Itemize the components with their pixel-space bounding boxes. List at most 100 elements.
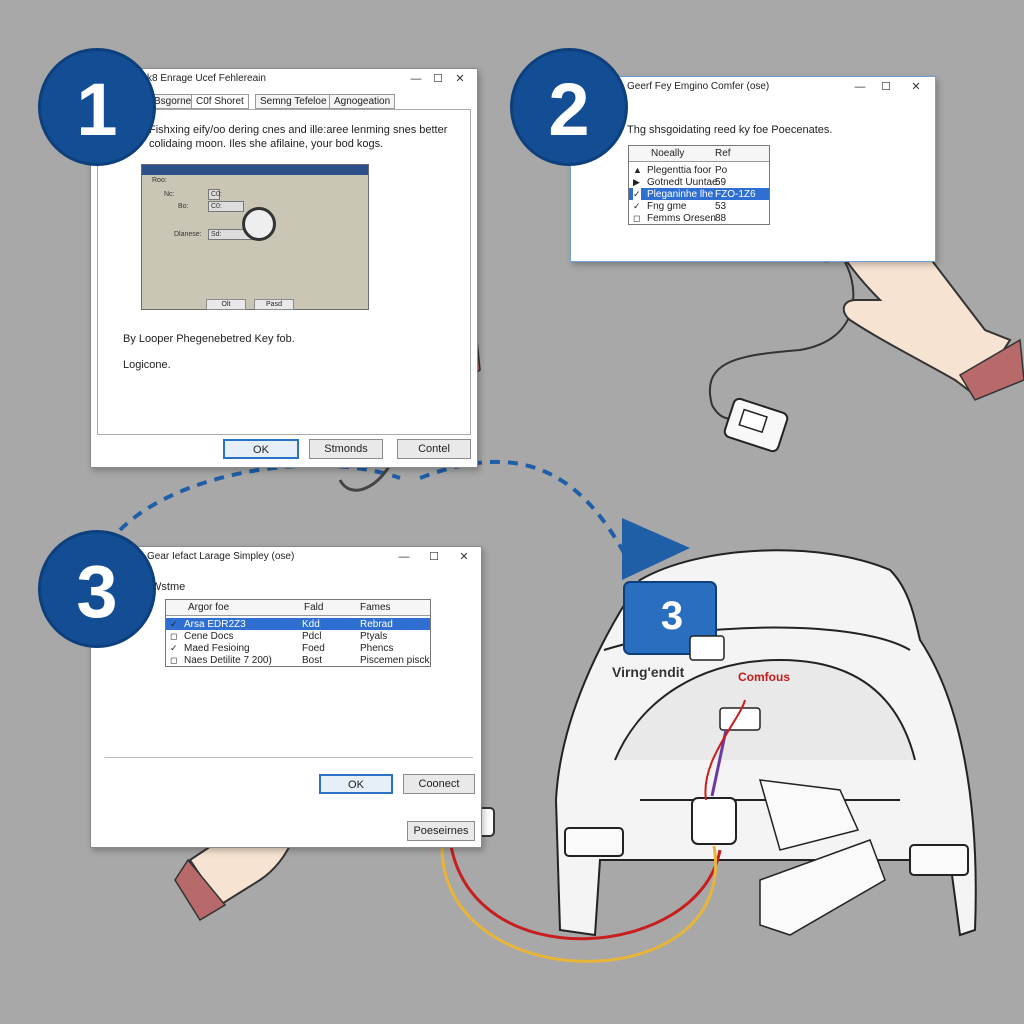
table-row-selected[interactable]: ✓ Arsa EDR2Z3 Kdd Rebrad [166, 618, 430, 630]
step-badge-2: 2 [510, 48, 628, 166]
tab-general[interactable]: Bsgorne [149, 94, 197, 109]
device-logo: 3 [660, 594, 684, 638]
table-row-selected[interactable]: ✓ Pleganinhe lhe FZO-1Z6 [629, 188, 769, 200]
arrow-head [622, 518, 690, 580]
fob-table: Noeally Ref ▲ Plegenttia foor Po ▶ Gotne… [628, 145, 770, 225]
row-marker-icon: ◻ [633, 213, 641, 223]
checkbox-checked-icon[interactable]: ✓ [633, 188, 641, 200]
step-badge-1: 1 [38, 48, 156, 166]
dial-control[interactable] [242, 207, 276, 241]
cable-window2 [709, 261, 855, 420]
row-value: Po [715, 165, 728, 176]
description-line-1: Fishxing eify/oo dering cnes and ille:ar… [149, 124, 448, 136]
step-badge-3: 3 [38, 530, 156, 648]
row-name: Gotnedt Uuntae [647, 177, 718, 188]
column-header: Ref [715, 148, 731, 159]
titlebar: Gear Iefact Larage Simpley (ose) — ☐ ✕ [91, 547, 481, 567]
cable-purple [710, 729, 728, 797]
row-marker-icon: ✓ [633, 201, 641, 211]
inner-ok-button[interactable]: Olt [206, 299, 246, 310]
column-header: Fald [304, 602, 324, 613]
checkbox-checked-icon[interactable]: ✓ [170, 619, 178, 629]
close-icon[interactable]: ✕ [455, 73, 465, 85]
checkbox-icon[interactable]: ◻ [170, 655, 178, 665]
inner-label-2: Nc: [164, 191, 175, 198]
tab-shortcut[interactable]: C0f Shoret [191, 94, 249, 109]
checkbox-checked-icon[interactable]: ✓ [170, 643, 178, 653]
inner-field-1[interactable]: C0: [208, 189, 222, 200]
ok-button[interactable]: OK [319, 774, 393, 794]
ecu-module [691, 797, 737, 845]
row-name: Femms Oresen [647, 213, 716, 224]
maximize-icon[interactable]: ☐ [881, 81, 891, 93]
table-row[interactable]: ▶ Gotnedt Uuntae 59 [629, 176, 769, 188]
window-title: Geerf Fey Emgino Comfer (ose) [627, 81, 770, 92]
checkbox-icon[interactable]: ◻ [170, 631, 178, 641]
table-row[interactable]: ◻ Cene Docs Pdcl Ptyals [166, 630, 430, 642]
key-list-table: Argor foe Fald Fames ✓ Arsa EDR2Z3 Kdd R… [165, 599, 431, 667]
close-icon[interactable]: ✕ [459, 551, 469, 563]
row-name: Naes Detilite 7 200) [184, 655, 272, 666]
row-field: Pdcl [302, 631, 322, 642]
row-name: Arsa EDR2Z3 [184, 619, 246, 630]
status-text: Logicone. [123, 359, 171, 371]
row-frames: Piscemen pisck [360, 655, 430, 666]
tab-advanced[interactable]: Agnogeation [329, 94, 396, 109]
connect-button[interactable]: Coonect [403, 774, 475, 794]
row-value: 59 [715, 177, 727, 188]
cable-yellow [440, 844, 718, 963]
table-row[interactable]: ◻ Naes Detilite 7 200) Bost Piscemen pis… [166, 654, 430, 666]
row-value: 88 [715, 213, 727, 224]
column-header: Noeally [651, 148, 685, 159]
maximize-icon[interactable]: ☐ [429, 551, 439, 563]
window-heading: Thg shsgoidating reed ky foe Poecenates. [627, 124, 833, 136]
titlebar: Geerf Fey Emgino Comfer (ose) — ☐ ✕ [571, 77, 935, 97]
cable-red [448, 839, 722, 941]
content-separator [105, 757, 473, 758]
row-name: Plegenttia foor [647, 165, 712, 176]
program-button[interactable]: Poeseirnes [407, 821, 475, 841]
row-name: Fng gme [647, 201, 687, 212]
dashed-arrow-left [118, 463, 401, 532]
inner-label-3: Bo: [178, 203, 189, 210]
table-row[interactable]: ◻ Femms Oresen 88 [629, 212, 769, 224]
table-row[interactable]: ▲ Plegenttia foor Po [629, 164, 769, 176]
row-name: Cene Docs [184, 631, 234, 642]
window-title: Gear Iefact Larage Simpley (ose) [147, 551, 295, 562]
row-frames: Ptyals [360, 631, 388, 642]
minimize-icon[interactable]: — [410, 73, 422, 85]
dialog-window-3: Gear Iefact Larage Simpley (ose) — ☐ ✕ W… [90, 546, 482, 848]
dialog-window-1: k8 Enrage Ucef Fehlereain — ☐ ✕ Bsgorne … [90, 68, 478, 468]
row-name: Maed Fesioing [184, 643, 250, 654]
column-header: Fames [360, 602, 391, 613]
cable-red-2 [704, 699, 746, 801]
inner-cancel-button[interactable]: Pasd [254, 299, 294, 310]
key-fob-label: By Looper Phegenebetred Key fob. [123, 333, 295, 345]
inner-label-1: Roo: [152, 177, 167, 184]
row-marker-icon: ▲ [633, 165, 642, 175]
table-row[interactable]: ✓ Maed Fesioing Foed Phencs [166, 642, 430, 654]
vehicle-label: Virng'endit [612, 664, 685, 680]
minimize-icon[interactable]: — [398, 551, 410, 563]
ok-button[interactable]: OK [223, 439, 299, 459]
maximize-icon[interactable]: ☐ [433, 73, 443, 85]
minimize-icon[interactable]: — [854, 81, 866, 93]
inner-label-4: Dlanese: [174, 231, 202, 238]
cancel-button[interactable]: Contel [397, 439, 471, 459]
row-field: Foed [302, 643, 325, 654]
row-field: Kdd [302, 619, 320, 630]
inner-titlebar [142, 165, 368, 175]
inner-field-2[interactable]: C0: [208, 201, 244, 212]
vehicle-outline [554, 549, 977, 937]
row-name: Pleganinhe lhe [647, 189, 714, 200]
row-frames: Rebrad [360, 619, 393, 630]
tab-settings[interactable]: Semng Tefeloe [255, 94, 332, 109]
row-value: FZO-1Z6 [715, 189, 756, 200]
row-frames: Phencs [360, 643, 394, 654]
table-row[interactable]: ✓ Fng gme 53 [629, 200, 769, 212]
tab-panel [97, 109, 471, 435]
row-field: Bost [302, 655, 323, 666]
settings-button[interactable]: Stmonds [309, 439, 383, 459]
close-icon[interactable]: ✕ [911, 81, 921, 93]
inner-dialog: Roo: Nc: C0: Bo: C0: Dlanese: Sd: Olt Pa… [141, 164, 369, 310]
